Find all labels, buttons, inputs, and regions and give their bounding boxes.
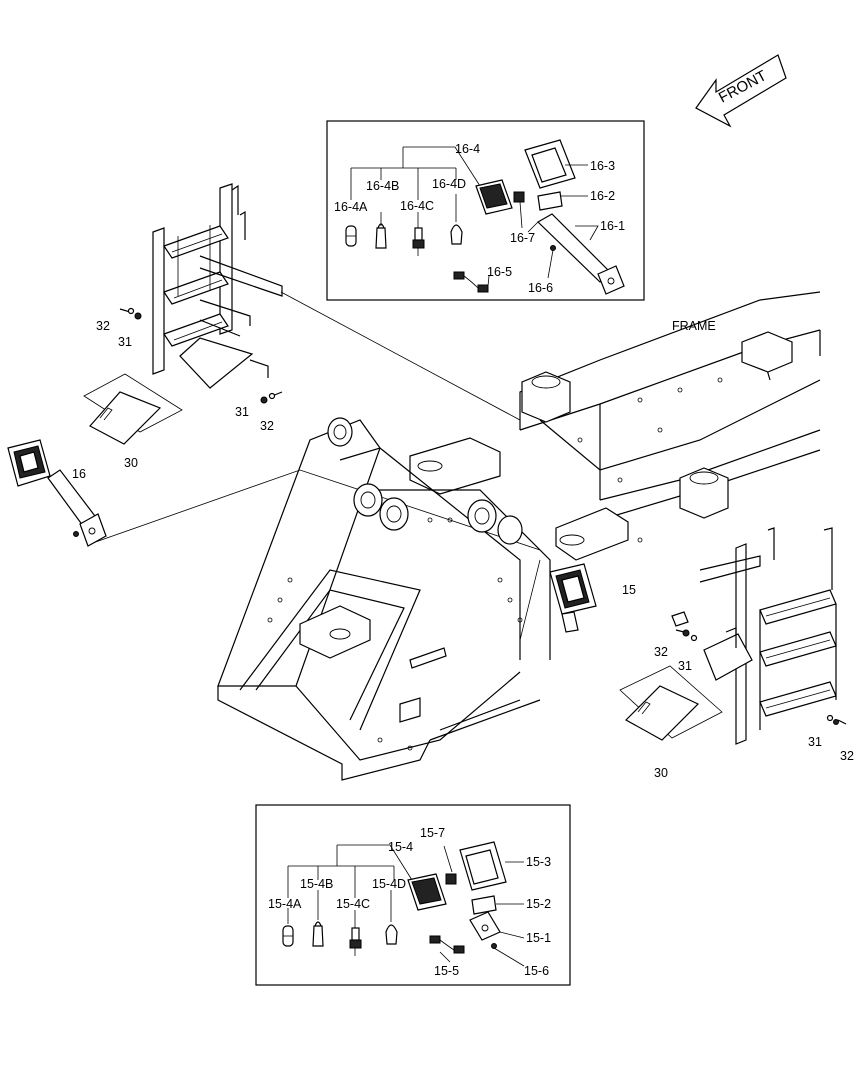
guard-16-3-icon — [524, 139, 576, 189]
callout-32-left-upper: 32 — [96, 319, 110, 333]
callout-32-right-lower: 32 — [840, 749, 854, 763]
callout-32-right-upper: 32 — [654, 645, 668, 659]
bolt-31-32-left-lower-icon — [260, 391, 283, 404]
cover-30-right-icon — [619, 665, 723, 741]
callout-31-left-lower: 31 — [235, 405, 249, 419]
bracket-15-2-icon — [471, 895, 497, 915]
callout-30-left: 30 — [124, 456, 138, 470]
callout-15-4d: 15-4D — [372, 877, 406, 891]
bulb-16-4a-icon — [345, 225, 357, 247]
callout-16-2: 16-2 — [590, 189, 615, 203]
lamp-15-icon — [549, 563, 597, 633]
bulb-15-4d-icon — [385, 890, 398, 945]
frame-label: FRAME — [672, 319, 716, 333]
callout-15-3: 15-3 — [526, 855, 551, 869]
bulb-16-4d-icon — [450, 194, 463, 245]
callout-31-right-upper: 31 — [678, 659, 692, 673]
bolt-31-32-right-lower-icon — [826, 714, 847, 725]
inset-box-upper — [326, 120, 645, 301]
callout-16-4d: 16-4D — [432, 177, 466, 191]
callout-31-right-lower: 31 — [808, 735, 822, 749]
callout-15-5: 15-5 — [434, 964, 459, 978]
bulb-15-4c-icon — [349, 910, 362, 956]
callout-15-7: 15-7 — [420, 826, 445, 840]
lamp-16-assembly-icon — [7, 439, 107, 547]
callout-16-1: 16-1 — [600, 219, 625, 233]
callout-16-7: 16-7 — [510, 231, 535, 245]
callout-15-6: 15-6 — [524, 964, 549, 978]
bulb-16-4b-icon — [375, 212, 387, 249]
ladder-right-icon — [699, 527, 837, 745]
lamp-15-4-icon — [407, 873, 447, 911]
guard-15-3-icon — [459, 841, 507, 891]
callout-15: 15 — [622, 583, 636, 597]
callout-15-4c: 15-4C — [336, 897, 370, 911]
harness-15-5-icon — [429, 935, 465, 954]
front-arrow-icon: FRONT — [695, 54, 787, 128]
bulb-16-4c-icon — [412, 212, 425, 256]
callout-31-left-upper: 31 — [118, 335, 132, 349]
bolt-31-32-right-upper-icon — [675, 629, 698, 642]
inset-box-lower — [255, 804, 571, 986]
callout-30-right: 30 — [654, 766, 668, 780]
harness-16-5-icon — [453, 271, 489, 293]
callout-32-left-lower: 32 — [260, 419, 274, 433]
bracket-16-2-icon — [537, 191, 563, 211]
callout-16-4c: 16-4C — [400, 199, 434, 213]
bulb-15-4a-icon — [282, 908, 294, 947]
callout-15-1: 15-1 — [526, 931, 551, 945]
lamp-16-4-icon — [475, 179, 513, 215]
callout-15-4: 15-4 — [388, 840, 413, 854]
callout-16-4: 16-4 — [455, 142, 480, 156]
callout-16-5: 16-5 — [487, 265, 512, 279]
bulb-15-4b-icon — [312, 890, 324, 947]
ladder-left-icon — [152, 183, 283, 389]
cover-30-left-icon — [83, 373, 183, 445]
machine-frame-icon — [217, 291, 821, 781]
callout-15-2: 15-2 — [526, 897, 551, 911]
callout-16-3: 16-3 — [590, 159, 615, 173]
callout-16: 16 — [72, 467, 86, 481]
callout-16-4b: 16-4B — [366, 179, 399, 193]
callout-16-4a: 16-4A — [334, 200, 368, 214]
callout-16-6: 16-6 — [528, 281, 553, 295]
bolt-31-32-left-upper-icon — [119, 307, 142, 320]
callout-15-4a: 15-4A — [268, 897, 302, 911]
callout-15-4b: 15-4B — [300, 877, 333, 891]
socket-15-7-icon — [445, 873, 457, 885]
callout-labels: FRAME 16-4 16-4B 16-4D 16-4A 16-4C 16-3 … — [72, 142, 854, 978]
